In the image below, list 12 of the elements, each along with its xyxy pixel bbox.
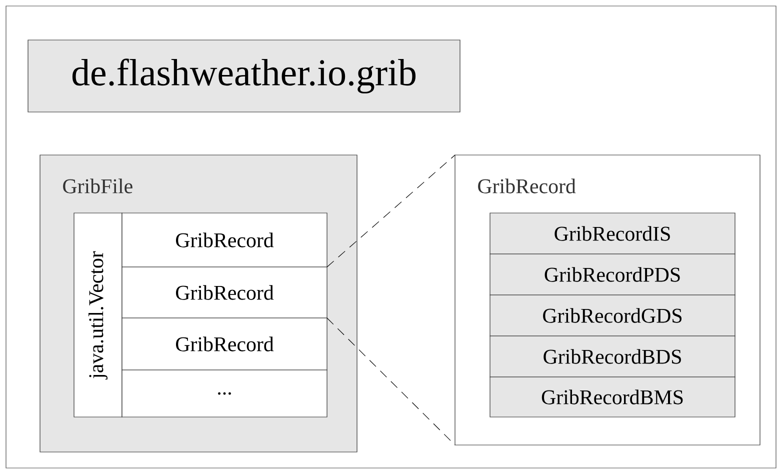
section-cell: GribRecordPDS bbox=[490, 254, 736, 296]
section-cell: GribRecordBDS bbox=[490, 336, 736, 378]
vector-label-column: java.util.Vector bbox=[74, 212, 122, 418]
section-cell: GribRecordGDS bbox=[490, 294, 736, 336]
record-cell: GribRecord bbox=[122, 318, 328, 370]
record-cell: ... bbox=[122, 370, 328, 418]
record-cell: GribRecord bbox=[122, 212, 328, 268]
package-title-box: de.flashweather.io.grib bbox=[28, 40, 460, 112]
record-cell: GribRecord bbox=[122, 266, 328, 318]
section-cell: GribRecordIS bbox=[490, 212, 736, 254]
zoom-line bbox=[326, 154, 456, 268]
section-cell: GribRecordBMS bbox=[490, 376, 736, 418]
